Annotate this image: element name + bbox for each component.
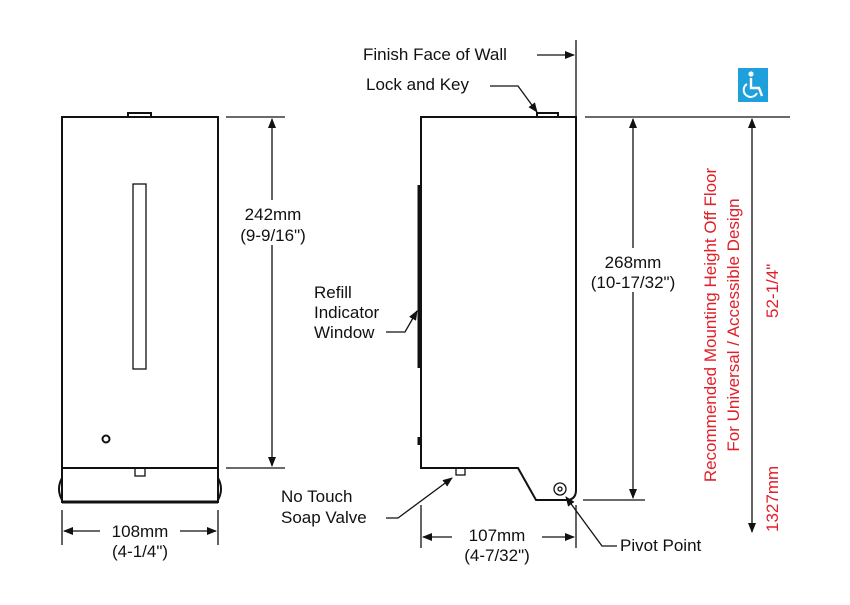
front-width-in: (4-1/4") bbox=[112, 542, 168, 561]
front-height-dimension: 242mm (9-9/16") bbox=[226, 116, 312, 469]
mounting-label-2: For Universal / Accessible Design bbox=[724, 198, 743, 451]
refill-label-2: Indicator bbox=[314, 303, 380, 322]
front-window bbox=[132, 183, 147, 370]
front-body bbox=[61, 116, 219, 469]
pivot-icon bbox=[553, 482, 567, 496]
side-depth-dimension: 107mm (4-7/32") bbox=[420, 505, 577, 565]
lock-key-label: Lock and Key bbox=[366, 75, 470, 94]
front-width-mm: 108mm bbox=[112, 522, 169, 541]
front-height-mm: 242mm bbox=[245, 205, 302, 224]
refill-label-3: Window bbox=[314, 323, 375, 342]
mounting-height-mm: 1327mm bbox=[763, 466, 782, 532]
front-view bbox=[58, 112, 222, 504]
callouts: Finish Face of Wall Lock and Key Refill … bbox=[281, 45, 702, 555]
front-height-in: (9-9/16") bbox=[240, 226, 306, 245]
front-bottom-band bbox=[61, 467, 219, 503]
refill-label-1: Refill bbox=[314, 283, 352, 302]
side-height-in: (10-17/32") bbox=[591, 273, 675, 292]
wheelchair-icon bbox=[738, 68, 768, 102]
sensor-icon bbox=[101, 434, 111, 444]
valve-label-2: Soap Valve bbox=[281, 508, 367, 527]
valve-label-1: No Touch bbox=[281, 487, 353, 506]
side-view bbox=[417, 40, 577, 501]
pivot-label: Pivot Point bbox=[620, 536, 702, 555]
side-depth-in: (4-7/32") bbox=[464, 546, 530, 565]
side-height-mm: 268mm bbox=[605, 253, 662, 272]
front-valve bbox=[134, 467, 146, 477]
side-height-dimension: 268mm (10-17/32") bbox=[580, 116, 790, 501]
mounting-height: Recommended Mounting Height Off Floor Fo… bbox=[701, 68, 782, 533]
side-body bbox=[420, 116, 577, 501]
side-depth-mm: 107mm bbox=[469, 526, 526, 545]
front-width-dimension: 108mm (4-1/4") bbox=[61, 510, 219, 561]
mounting-label-1: Recommended Mounting Height Off Floor bbox=[701, 167, 720, 482]
finish-face-label: Finish Face of Wall bbox=[363, 45, 507, 64]
mounting-height-in: 52-1/4" bbox=[763, 264, 782, 318]
